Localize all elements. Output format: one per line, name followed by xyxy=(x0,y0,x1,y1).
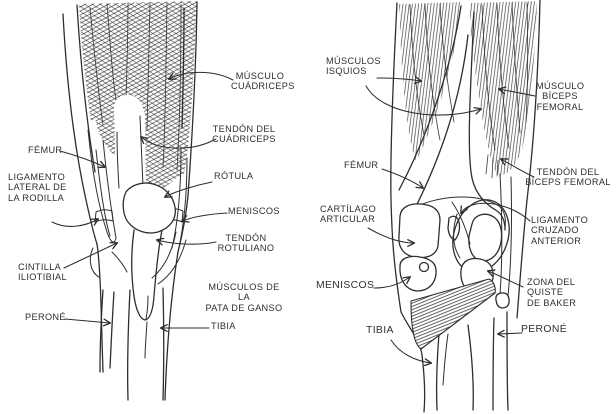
patellar-tendon xyxy=(131,229,163,321)
arrow-ligamento-cruzado xyxy=(460,202,531,222)
label-meniscos-anterior: MENISCOS xyxy=(228,206,280,216)
arrow-tendon-del-cuadriceps xyxy=(139,136,217,149)
posterior-tibia-shaft xyxy=(435,321,474,411)
arrow-meniscos-posterior xyxy=(373,276,412,289)
label-musculo-biceps-femoral: MÚSCULO BÍCEPS FEMORAL xyxy=(536,81,585,112)
label-tibia-anterior: TIBIA xyxy=(211,321,236,331)
arrow-tendon-rotuliano xyxy=(155,237,217,246)
posterior-lateral-meniscus xyxy=(399,255,437,292)
arrow-tendon-biceps xyxy=(499,158,535,178)
label-cartilago-articular: CARTÍLAGO ARTICULAR xyxy=(320,204,377,225)
label-musculos-isquios: MÚSCULOS ISQUIOS xyxy=(326,56,381,77)
callout-arrows xyxy=(51,71,536,367)
label-ligamento-cruzado: LIGAMENTO CRUZADO ANTERIOR xyxy=(531,215,589,246)
arrow-cintilla-iliotibial xyxy=(63,241,119,269)
arrow-perone-posterior xyxy=(496,329,523,338)
label-tibia-posterior: TIBIA xyxy=(366,325,394,336)
label-musculo-cuadriceps: MÚSCULO CUÁDRICEPS xyxy=(231,71,295,92)
arrow-rotula xyxy=(163,181,213,198)
label-meniscos-posterior: MENISCOS xyxy=(316,280,375,291)
label-tendon-rotuliano: TENDÓN ROTULIANO xyxy=(217,233,275,254)
arrow-musculo-cuadriceps xyxy=(167,71,234,81)
femur-lines xyxy=(398,5,506,231)
label-pata-de-ganso: MÚSCULOS DE LA PATA DE GANSO xyxy=(205,282,283,313)
arrow-cartilago xyxy=(367,227,416,247)
label-tendon-del-cuadriceps: TENDÓN DEL CUÁDRICEPS xyxy=(212,124,276,145)
label-cintilla-iliotibial: CINTILLA ILIOTIBIAL xyxy=(18,262,67,283)
arrow-isquios-2 xyxy=(365,85,483,116)
label-zona-quiste-baker: ZONA DEL QUISTE DE BAKER xyxy=(527,277,577,308)
medial-condyle xyxy=(468,213,503,262)
posterior-knee-illustration xyxy=(390,0,541,413)
label-femur-posterior: FÉMUR xyxy=(344,160,379,170)
hamstring-muscles xyxy=(399,1,537,179)
arrow-zona-quiste xyxy=(486,269,524,288)
capsule-curves xyxy=(111,231,187,285)
iliotibial-band xyxy=(87,129,117,243)
lateral-meniscus xyxy=(94,209,114,223)
fibula-head xyxy=(89,247,100,278)
patella xyxy=(122,182,176,234)
fibula-shaft xyxy=(99,289,115,373)
label-femur-anterior: FÉMUR xyxy=(28,145,63,155)
posterior-tibia-inner xyxy=(442,333,449,386)
label-tendon-biceps-femoral: TENDÓN DEL BÍCEPS FEMORAL xyxy=(525,167,611,188)
quadriceps-tendon-edges xyxy=(116,115,144,189)
tibia-shaft xyxy=(126,287,165,401)
shin-contours xyxy=(96,243,179,401)
arrow-ligamento-lateral xyxy=(51,218,100,227)
arrow-perone-anterior xyxy=(64,318,112,327)
arrow-femur-anterior xyxy=(59,150,107,169)
tuberosity-detail xyxy=(145,295,149,320)
arrow-tibia-posterior xyxy=(390,339,433,367)
anterior-knee-illustration xyxy=(62,1,198,401)
tibial-crest xyxy=(144,321,148,359)
meniscus-dot xyxy=(418,261,430,273)
label-perone-anterior: PERONÉ xyxy=(25,312,66,322)
arrow-meniscos-anterior xyxy=(180,212,228,223)
capsule-arc xyxy=(409,196,506,229)
posterior-fibula-shaft xyxy=(492,311,509,411)
arrow-musculo-biceps xyxy=(497,86,536,97)
arrow-femur-posterior xyxy=(381,168,425,189)
label-rotula: RÓTULA xyxy=(214,171,254,181)
thigh-contours xyxy=(62,1,198,253)
posterior-fibula-head xyxy=(495,292,510,309)
quadriceps-tendon xyxy=(114,95,146,188)
lateral-condyle xyxy=(398,203,441,259)
label-ligamento-lateral: LIGAMENTO LATERAL DE LA RODILLA xyxy=(8,172,67,203)
label-perone-posterior: PERONÉ xyxy=(521,324,567,335)
cruciate-ribbon xyxy=(451,201,471,259)
arrow-isquios-1 xyxy=(376,76,423,84)
popliteus-muscle xyxy=(410,278,496,350)
